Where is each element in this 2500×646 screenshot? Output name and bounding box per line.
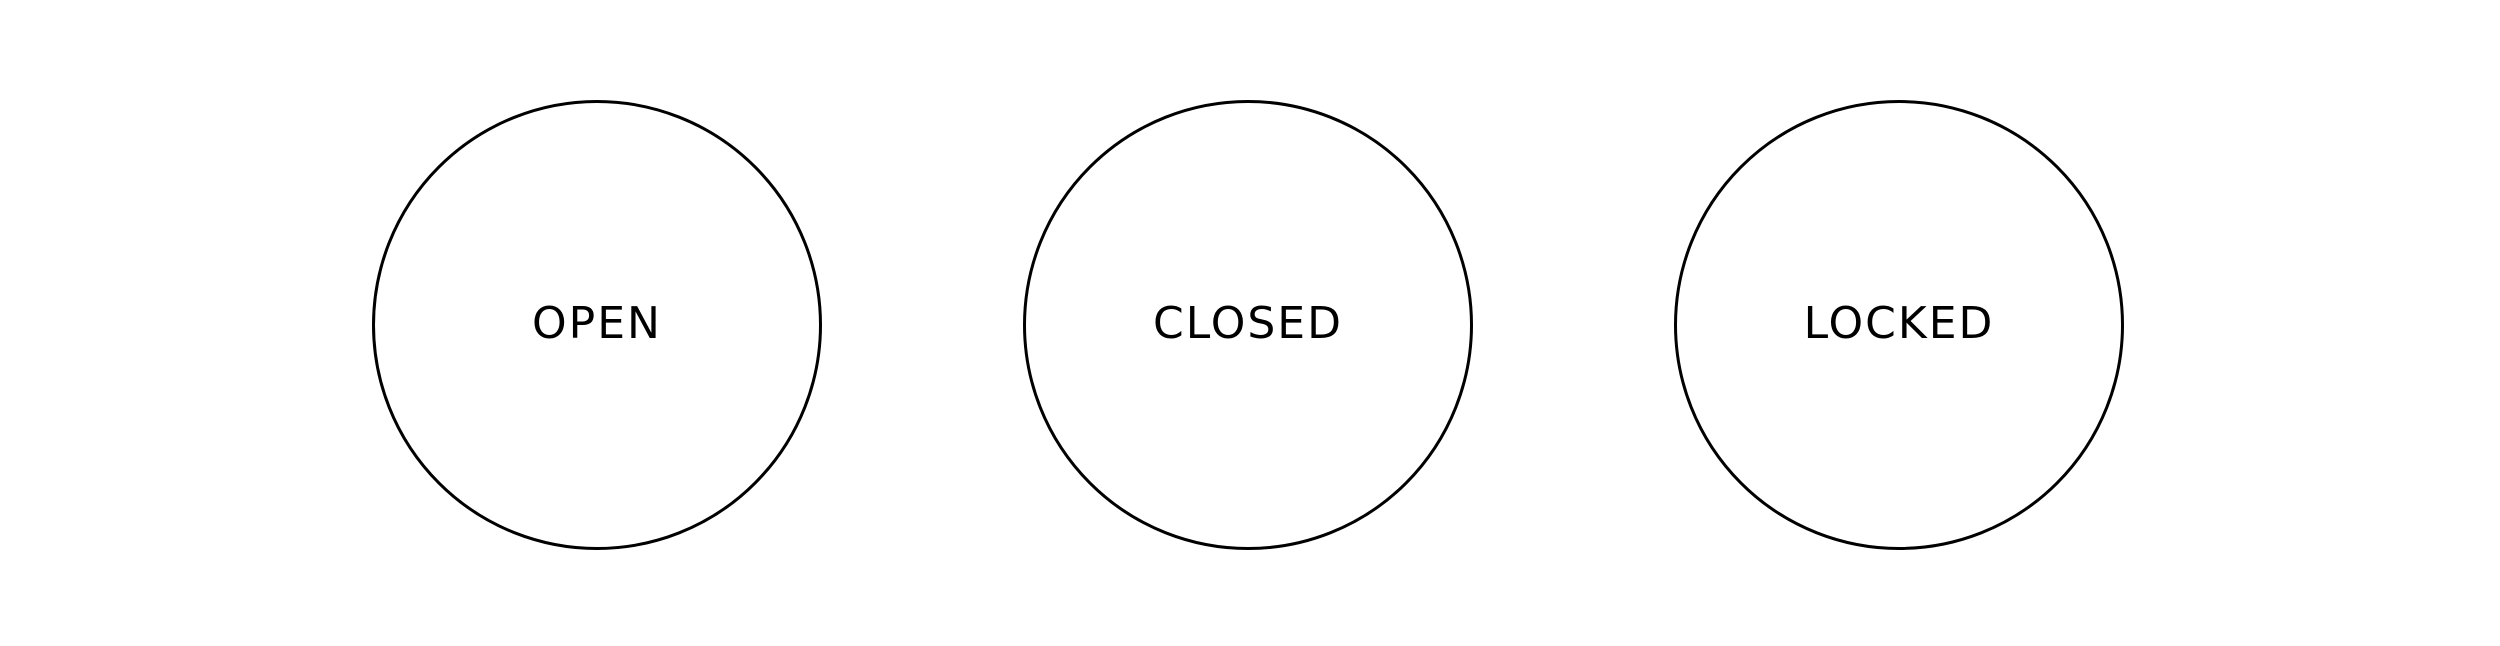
state-node-open: OPEN (372, 100, 822, 550)
state-node-closed: CLOSED (1023, 100, 1473, 550)
state-label-closed: CLOSED (1153, 297, 1343, 349)
state-label-locked: LOCKED (1803, 297, 1995, 349)
state-node-locked: LOCKED (1674, 100, 2124, 550)
state-label-open: OPEN (532, 297, 662, 349)
